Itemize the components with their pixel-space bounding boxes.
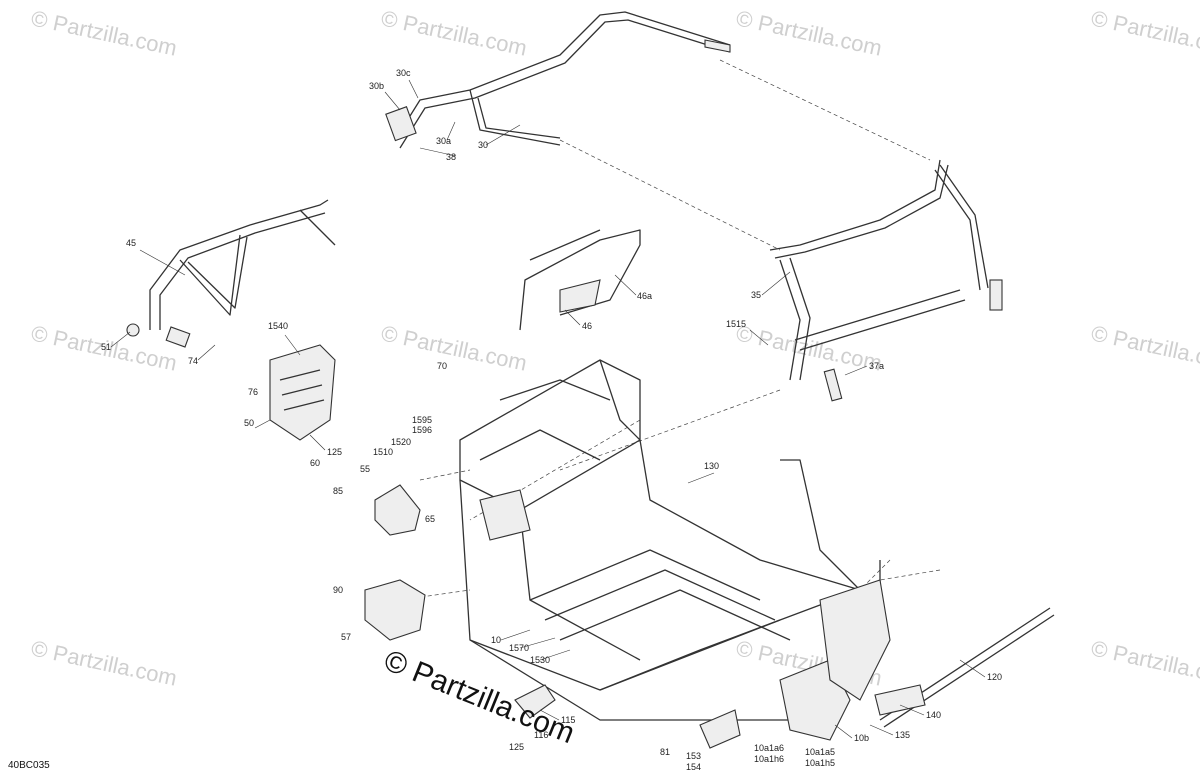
callout-label: 130 xyxy=(704,461,719,471)
callout-label: 116 xyxy=(534,730,548,740)
watermark-text: © Partzilla.com xyxy=(1089,635,1200,690)
callout-label: 1530 xyxy=(530,655,550,665)
callout-label: 30a xyxy=(436,136,451,146)
engine-mount-plate[interactable] xyxy=(269,344,336,441)
watermark-text: © Partzilla.com xyxy=(29,5,179,60)
roll-cage-rear[interactable] xyxy=(769,159,1003,402)
callout-label: 38 xyxy=(446,152,456,162)
watermark-layer: © Partzilla.com © Partzilla.com © Partzill… xyxy=(29,5,1200,690)
callout-label: 1596 xyxy=(412,425,432,435)
callout-label: 1520 xyxy=(391,437,411,447)
callout-label: 120 xyxy=(987,672,1002,682)
callout-label: 55 xyxy=(360,464,370,474)
seat-bracket[interactable] xyxy=(519,229,641,331)
callout-label: 30 xyxy=(478,140,488,150)
callout-label: 46 xyxy=(582,321,592,331)
watermark-text: © Partzilla.com xyxy=(379,5,529,60)
callout-label: 46a xyxy=(637,291,652,301)
watermark-text: © Partzilla.com xyxy=(1089,320,1200,375)
callout-label: 35 xyxy=(751,290,761,300)
callout-label: 10a1a6 xyxy=(754,743,784,753)
callout-label: 10b xyxy=(854,733,869,743)
callout-label: 1595 xyxy=(412,415,432,425)
engine-bracket-front[interactable] xyxy=(374,484,421,536)
diagram-code: 40BC035 xyxy=(8,760,50,771)
callout-label: 60 xyxy=(310,458,320,468)
roll-bar-upper[interactable] xyxy=(385,11,731,149)
callout-label: 10a1h5 xyxy=(805,758,835,768)
watermark-text: © Partzilla.com xyxy=(1089,5,1200,60)
watermark-text: © Partzilla.com xyxy=(734,320,884,375)
callout-label: 30b xyxy=(369,81,384,91)
callout-label: 10 xyxy=(491,635,501,645)
callout-label: 115 xyxy=(561,715,575,725)
callout-label: 51 xyxy=(101,342,111,352)
callout-label: 140 xyxy=(926,710,941,720)
callout-label: 1540 xyxy=(268,321,288,331)
callout-label: 45 xyxy=(126,238,136,248)
watermark-text: © Partzilla.com xyxy=(734,5,884,60)
callout-label: 50 xyxy=(244,418,254,428)
main-frame[interactable] xyxy=(459,359,891,741)
bracket-115[interactable] xyxy=(514,684,556,719)
lower-mount[interactable] xyxy=(364,579,426,641)
callout-label: 125 xyxy=(509,742,524,752)
bracket-81[interactable] xyxy=(699,709,741,749)
callout-label: 37a xyxy=(869,361,884,371)
leader-lines xyxy=(110,79,986,739)
callout-label: 135 xyxy=(895,730,910,740)
plate-140[interactable] xyxy=(874,684,926,716)
callout-label: 65 xyxy=(425,514,435,524)
callout-label: 153 xyxy=(686,751,701,761)
callout-label: 57 xyxy=(341,632,351,642)
callout-label: 154 xyxy=(686,762,701,772)
callout-label: 1510 xyxy=(373,447,393,457)
callout-label: 85 xyxy=(333,486,343,496)
callout-label: 74 xyxy=(188,356,198,366)
callout-label: 1570 xyxy=(509,643,529,653)
front-bumper-tube[interactable] xyxy=(126,199,336,348)
callout-label: 70 xyxy=(437,361,447,371)
callout-label: 1515 xyxy=(726,319,746,329)
callout-label: 81 xyxy=(660,747,670,757)
callout-label: 76 xyxy=(248,387,258,397)
callout-label: 90 xyxy=(333,585,343,595)
callout-label: 125 xyxy=(327,447,342,457)
callout-label: 10a1h6 xyxy=(754,754,784,764)
callout-label: 10a1a5 xyxy=(805,747,835,757)
watermark-text: © Partzilla.com xyxy=(29,635,179,690)
callout-label: 30c xyxy=(396,68,411,78)
watermark-text: © Partzilla.com xyxy=(379,320,529,375)
